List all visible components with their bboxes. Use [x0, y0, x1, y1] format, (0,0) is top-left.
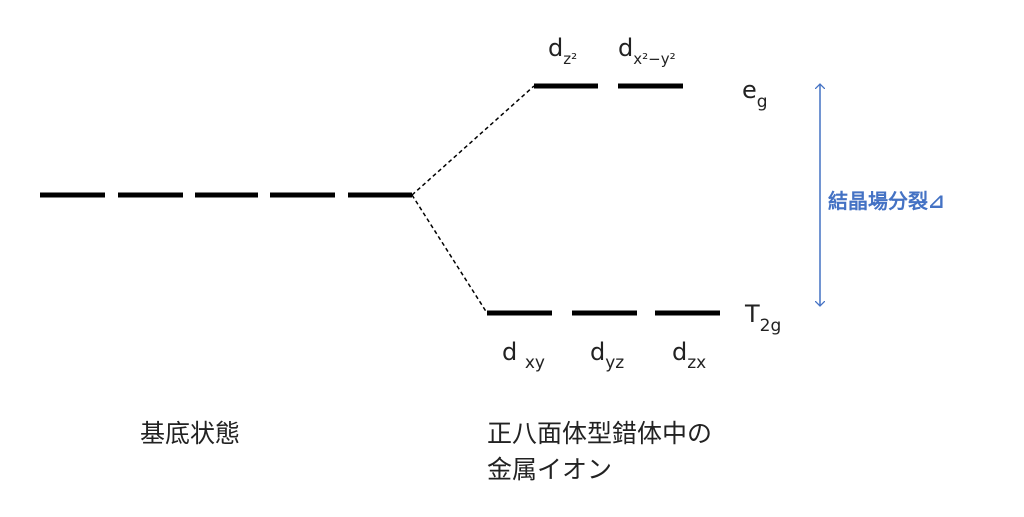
orbital-label-dz2: dz²: [548, 34, 577, 68]
ground-state-label: 基底状態: [140, 419, 240, 448]
orbital-label-dyz: dyz: [590, 338, 624, 373]
complex-label-line2: 金属イオン: [487, 455, 612, 484]
connector-to-eg: [411, 85, 535, 196]
connector-to-t2g: [411, 194, 488, 314]
splitting-label: 結晶場分裂⊿: [828, 189, 945, 213]
orbital-label-dx2y2: dx²−y²: [618, 34, 676, 68]
complex-label-line1: 正八面体型錯体中の: [487, 419, 712, 448]
orbital-label-dxy: d xy: [502, 338, 545, 373]
eg-label: eg: [742, 76, 768, 112]
t2g-label: T2g: [744, 300, 781, 336]
orbital-label-dzx: dzx: [672, 338, 706, 373]
